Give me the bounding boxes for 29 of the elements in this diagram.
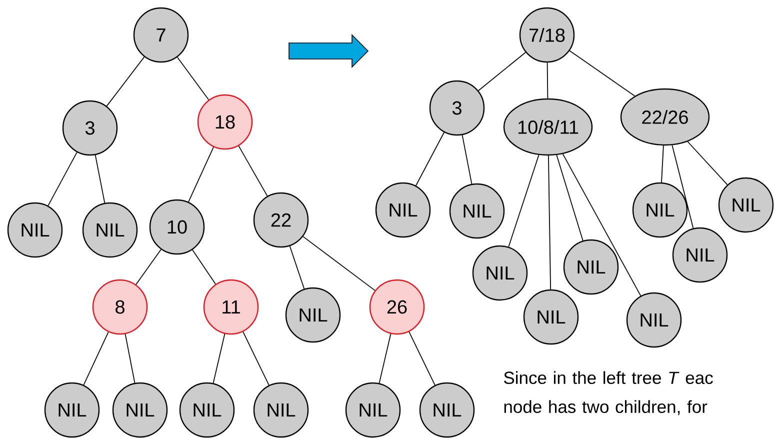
tree-edge <box>176 56 210 100</box>
tree-edge <box>188 146 214 202</box>
tree-edge <box>136 249 162 285</box>
tree-edge <box>415 132 445 186</box>
tree-edge <box>687 141 728 186</box>
tree-edge <box>462 134 472 184</box>
tree-edge <box>302 236 376 291</box>
tree-edge <box>289 246 305 290</box>
tree-edge <box>569 50 636 96</box>
tree-edge <box>556 154 584 242</box>
tree-edge <box>508 154 540 248</box>
tree-edge <box>83 332 109 386</box>
tree-edge <box>106 56 145 106</box>
tree-edge <box>562 154 642 296</box>
tree-edge <box>94 154 106 204</box>
tree-edge <box>546 62 548 99</box>
tree-edge <box>378 333 392 384</box>
tree-edge <box>242 331 270 386</box>
tree-edge <box>124 334 136 384</box>
tree-edge <box>672 144 694 229</box>
tree-edge <box>408 331 436 386</box>
tree-edge <box>238 146 268 196</box>
tree-edge <box>48 152 78 206</box>
tree-edge <box>548 155 552 290</box>
explanation-text: Since in the left tree T eac node has two children, for <box>504 371 713 416</box>
tree-edge <box>192 249 216 285</box>
tree-edge <box>212 333 226 384</box>
tree-edge <box>661 145 664 183</box>
tree-edge <box>478 52 526 92</box>
